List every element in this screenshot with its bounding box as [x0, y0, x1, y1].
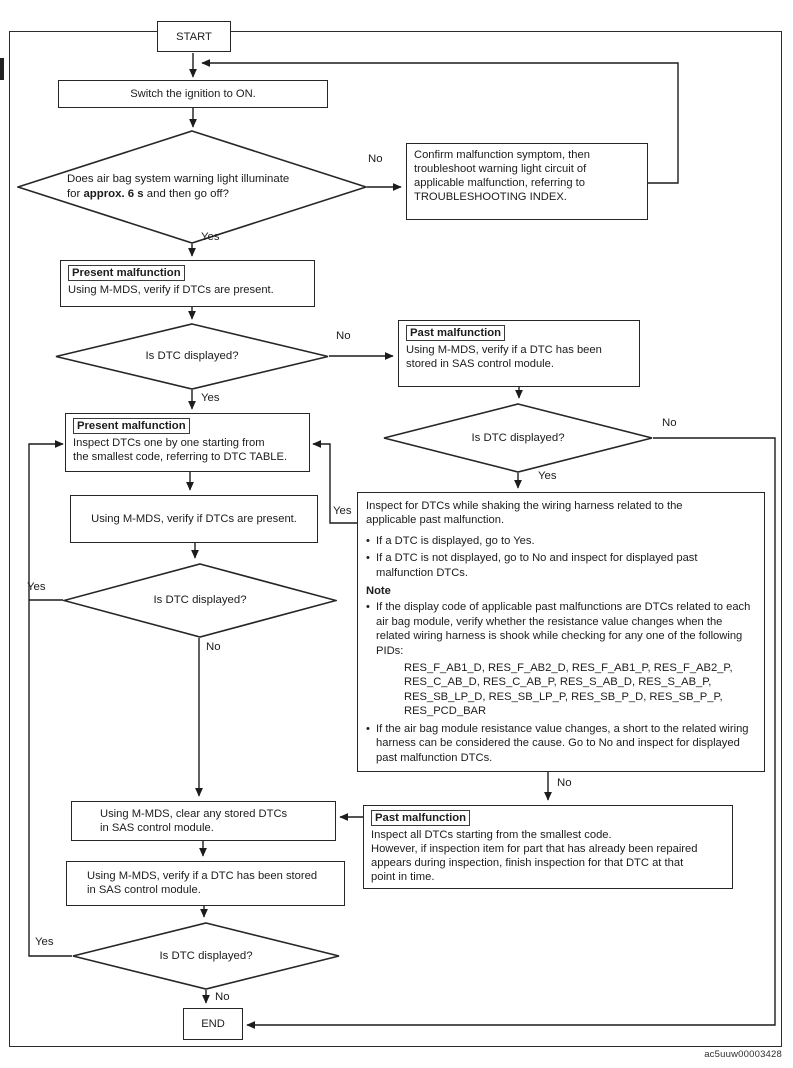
edge-label-d2-yes: Yes: [201, 392, 220, 404]
note-bullet-1: If a DTC is displayed, go to Yes.: [376, 534, 535, 547]
end-node: END: [183, 1008, 243, 1040]
switch-ignition-step: Switch the ignition to ON.: [58, 80, 328, 108]
edge-label-d4-yes: Yes: [35, 936, 54, 948]
start-label: START: [176, 30, 212, 43]
past-malfunction-2-line3: appears during inspection, finish inspec…: [371, 857, 684, 869]
scan-artifact-mark: [0, 58, 4, 80]
verify-dtcs-present-text: Using M-MDS, verify if DTCs are present.: [91, 513, 297, 525]
confirm-line-3: applicable malfunction, referring to: [414, 177, 586, 189]
edge-label-d2-no: No: [336, 330, 351, 342]
past-malfunction-tag-2: Past malfunction: [371, 810, 471, 826]
present-malfunction-tag-2: Present malfunction: [73, 418, 190, 434]
past-malfunction-2-line1: Inspect all DTCs starting from the small…: [371, 829, 612, 841]
past-malfunction-1-line2: stored in SAS control module.: [406, 358, 554, 370]
edge-label-d4-no: No: [215, 991, 230, 1003]
past-malfunction-1-line1: Using M-MDS, verify if a DTC has been: [406, 344, 602, 356]
pid-line-3: RES_SB_LP_D, RES_SB_LP_P, RES_SB_P_D, RE…: [404, 690, 723, 703]
figure-id-watermark: ac5uuw00003428: [704, 1049, 782, 1060]
past-malfunction-2-line4: point in time.: [371, 871, 435, 883]
edge-label-d3-yes: Yes: [538, 470, 557, 482]
confirm-line-1: Confirm malfunction symptom, then: [414, 149, 590, 161]
warning-light-line2-pre: for: [67, 188, 84, 200]
decision-dtc-displayed-1: Is DTC displayed?: [55, 323, 329, 390]
warning-light-line1: Does air bag system warning light illumi…: [67, 173, 290, 185]
note-bullet-2: If a DTC is not displayed, go to No and …: [376, 552, 698, 579]
past-malfunction-verify-step: Past malfunction Using M-MDS, verify if …: [398, 320, 640, 387]
present-malfunction-2-line2: the smallest code, referring to DTC TABL…: [73, 451, 288, 463]
decision-dtc-displayed-4: Is DTC displayed?: [72, 922, 340, 990]
clear-dtcs-line2: in SAS control module.: [100, 822, 214, 834]
edge-label-mid-no: No: [206, 641, 221, 653]
edge-label-d1-yes: Yes: [201, 231, 220, 243]
confirm-line-2: troubleshoot warning light circuit of: [414, 163, 587, 175]
past-malfunction-2-line2: However, if inspection item for part tha…: [371, 843, 698, 855]
edge-label-note-no: No: [557, 777, 572, 789]
verify-dtcs-present-step: Using M-MDS, verify if DTCs are present.: [70, 495, 318, 543]
bullet-marker: •: [366, 722, 370, 735]
decision-warning-light-text: Does air bag system warning light illumi…: [17, 130, 367, 244]
pid-line-2: RES_C_AB_D, RES_C_AB_P, RES_S_AB_D, RES_…: [404, 676, 712, 689]
present-malfunction-1-text: Using M-MDS, verify if DTCs are present.: [68, 284, 274, 296]
clear-dtcs-line1: Using M-MDS, clear any stored DTCs: [100, 808, 288, 820]
past-malfunction-inspect-step: Past malfunction Inspect all DTCs starti…: [363, 805, 733, 889]
verify-stored-line1: Using M-MDS, verify if a DTC has been st…: [87, 870, 318, 882]
pid-list: RES_F_AB1_D, RES_F_AB2_D, RES_F_AB1_P, R…: [404, 661, 756, 719]
end-label: END: [201, 1018, 225, 1030]
start-node: START: [157, 21, 231, 52]
present-malfunction-inspect-step: Present malfunction Inspect DTCs one by …: [65, 413, 310, 472]
pid-line-1: RES_F_AB1_D, RES_F_AB2_D, RES_F_AB1_P, R…: [404, 662, 733, 675]
bullet-marker: •: [366, 534, 370, 547]
note-bullet-3: If the display code of applicable past m…: [376, 601, 751, 657]
edge-label-d3-no: No: [662, 417, 677, 429]
note-intro-line1: Inspect for DTCs while shaking the wirin…: [366, 500, 683, 512]
pid-line-4: RES_PCD_BAR: [404, 705, 487, 718]
warning-light-line2-post: and then go off?: [143, 188, 229, 200]
decision-dtc-2-text: Is DTC displayed?: [471, 431, 565, 444]
warning-light-duration: approx. 6 s: [83, 188, 144, 200]
past-malfunction-tag: Past malfunction: [406, 325, 506, 341]
decision-dtc-displayed-2: Is DTC displayed?: [383, 403, 653, 473]
verify-stored-line2: in SAS control module.: [87, 884, 201, 896]
clear-dtcs-step: Using M-MDS, clear any stored DTCs in SA…: [71, 801, 336, 841]
confirm-line-4: TROUBLESHOOTING INDEX.: [414, 191, 567, 203]
decision-dtc-displayed-3: Is DTC displayed?: [63, 563, 337, 638]
switch-ignition-text: Switch the ignition to ON.: [130, 88, 256, 100]
confirm-malfunction-step: Confirm malfunction symptom, then troubl…: [406, 143, 648, 220]
bullet-marker: •: [366, 552, 370, 565]
edge-label-note-yes: Yes: [333, 505, 352, 517]
bullet-marker: •: [366, 601, 370, 614]
decision-dtc-3-text: Is DTC displayed?: [153, 594, 247, 606]
present-malfunction-tag: Present malfunction: [68, 265, 185, 281]
present-malfunction-2-line1: Inspect DTCs one by one starting from: [73, 437, 265, 449]
decision-warning-light: Does air bag system warning light illumi…: [17, 130, 367, 244]
note-bullet-4: If the air bag module resistance value c…: [376, 722, 749, 764]
note-heading: Note: [366, 585, 391, 598]
edge-label-d1-no: No: [368, 153, 383, 165]
decision-dtc-4-text: Is DTC displayed?: [159, 949, 253, 962]
decision-dtc-1-text: Is DTC displayed?: [145, 350, 239, 362]
page-border: [9, 31, 782, 1047]
verify-dtc-stored-step: Using M-MDS, verify if a DTC has been st…: [66, 861, 345, 906]
shake-harness-note: Inspect for DTCs while shaking the wirin…: [357, 492, 765, 772]
edge-label-mid-yes: Yes: [27, 581, 46, 593]
present-malfunction-verify-step: Present malfunction Using M-MDS, verify …: [60, 260, 315, 307]
note-intro-line2: applicable past malfunction.: [366, 514, 505, 527]
